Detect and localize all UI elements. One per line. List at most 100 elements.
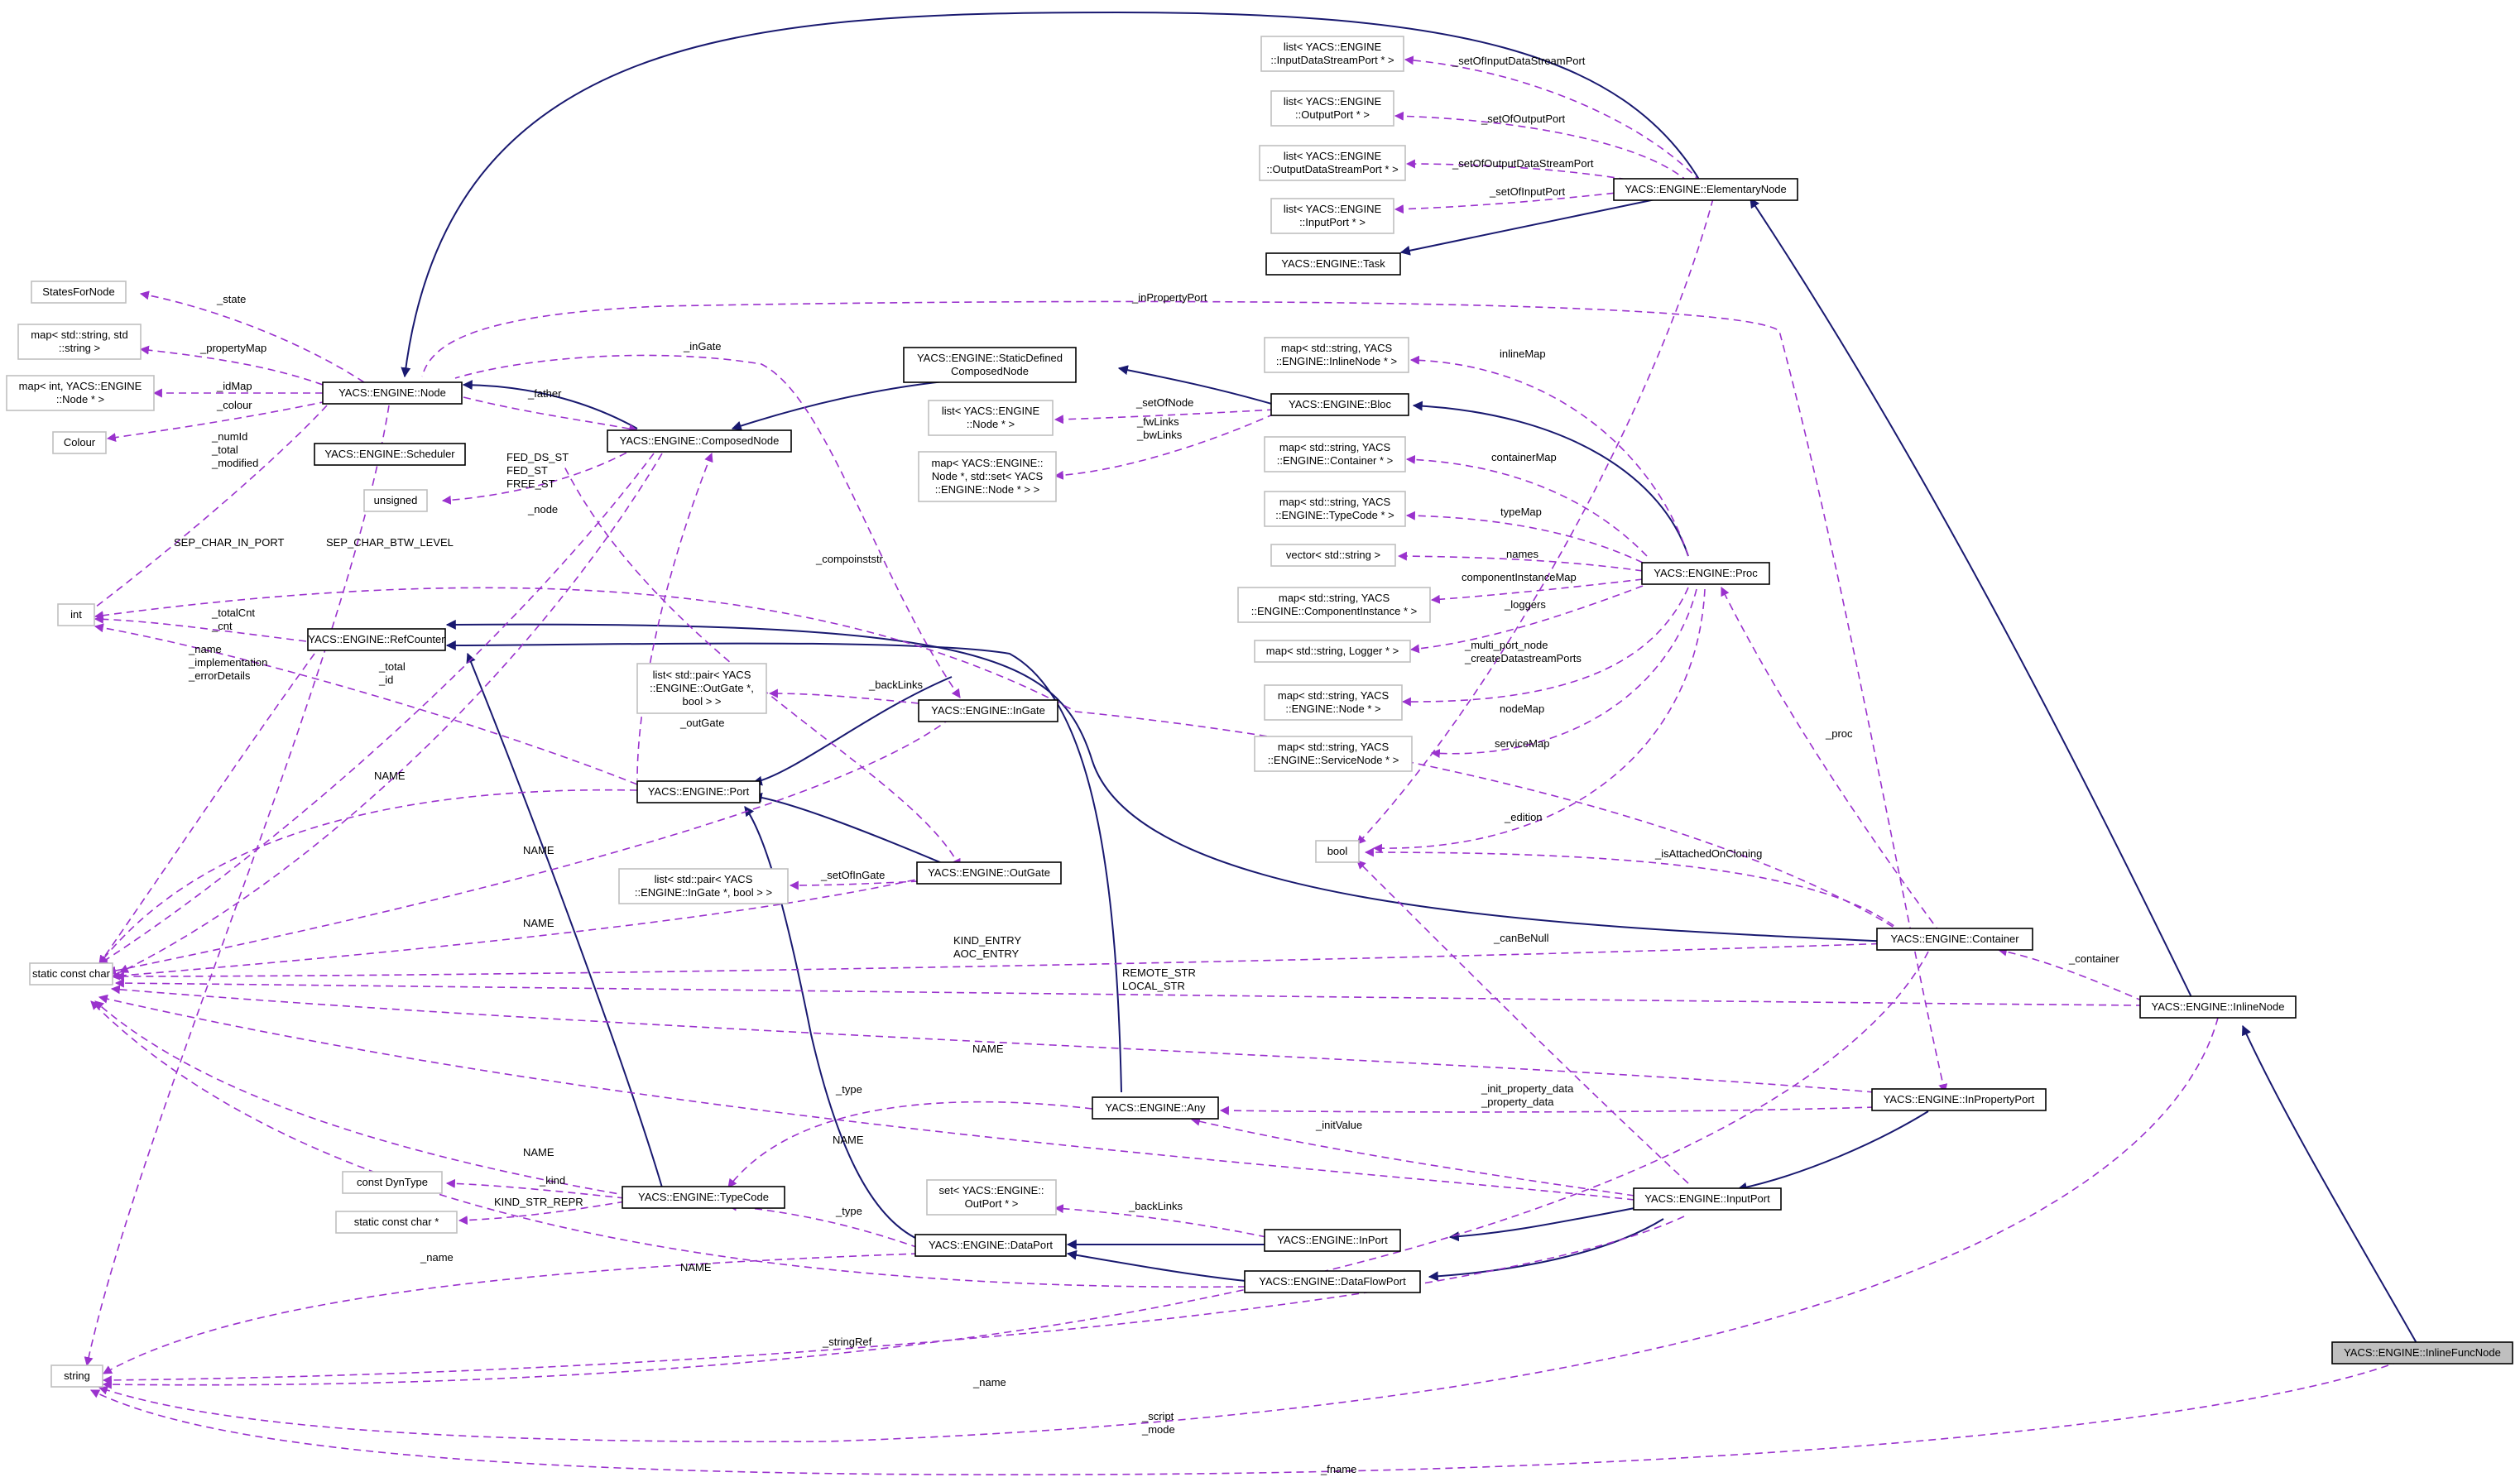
node-inlinefuncnode[interactable]: YACS::ENGINE::InlineFuncNode	[2331, 1341, 2513, 1364]
edge-use-name-static-outgate	[110, 876, 928, 981]
label-sepcharbtwlevel: SEP_CHAR_BTW_LEVEL	[326, 536, 454, 549]
text-line: AOC_ENTRY	[953, 947, 1020, 960]
text-line: unsigned	[374, 494, 418, 506]
edge-use-numid	[84, 405, 328, 616]
edge-inherit-elementarynode-node	[401, 11, 1702, 378]
text-line: YACS::ENGINE::Task	[1281, 257, 1385, 270]
node-dataport[interactable]: YACS::ENGINE::DataPort	[914, 1234, 1067, 1257]
text-line: YACS::ENGINE::Scheduler	[324, 448, 455, 460]
node-links-map[interactable]: map< YACS::ENGINE::Node *, std::set< YAC…	[918, 451, 1057, 502]
node-outgate-pair-list[interactable]: list< std::pair< YACS::ENGINE::OutGate *…	[636, 663, 767, 714]
text-line: _proc	[1825, 727, 1853, 740]
node-propertymap[interactable]: map< std::string, std::string >	[17, 324, 142, 360]
node-container-map[interactable]: map< std::string, YACS::ENGINE::Containe…	[1264, 436, 1406, 472]
node-inputport[interactable]: YACS::ENGINE::InputPort	[1633, 1187, 1782, 1211]
label-kindstrrepr: KIND_STR_REPR	[494, 1196, 583, 1208]
node-inputdatastreamport-list[interactable]: list< YACS::ENGINE::InputDataStreamPort …	[1260, 36, 1404, 72]
text-line: NAME	[523, 844, 554, 856]
node-servicenode-map[interactable]: map< std::string, YACS::ENGINE::ServiceN…	[1254, 736, 1413, 772]
node-static-const-char[interactable]: static const char	[29, 962, 113, 986]
node-static-const-char-ptr[interactable]: static const char *	[335, 1211, 458, 1234]
node-idmap[interactable]: map< int, YACS::ENGINE::Node * >	[6, 375, 155, 411]
edge-use-setofinputdatastreamport	[1404, 55, 1702, 183]
node-refcounter[interactable]: YACS::ENGINE::RefCounter	[307, 628, 446, 651]
label-name-static-data: NAME	[680, 1261, 712, 1273]
label-setofoutputport: _setOfOutputPort	[1481, 113, 1566, 125]
label-name-any: NAME	[833, 1134, 864, 1146]
label-names: names	[1506, 548, 1539, 560]
node-task[interactable]: YACS::ENGINE::Task	[1265, 252, 1401, 276]
node-container[interactable]: YACS::ENGINE::Container	[1876, 928, 2033, 951]
node-node[interactable]: YACS::ENGINE::Node	[322, 381, 463, 405]
label-name-static-port: NAME	[374, 770, 406, 782]
node-string[interactable]: string	[50, 1364, 103, 1388]
node-elementarynode[interactable]: YACS::ENGINE::ElementaryNode	[1613, 178, 1798, 201]
node-node-map[interactable]: map< std::string, YACS::ENGINE::Node * >	[1264, 684, 1403, 721]
node-composednode[interactable]: YACS::ENGINE::ComposedNode	[607, 429, 792, 453]
edge-use-state	[139, 290, 365, 383]
label-idmap: _idMap	[216, 380, 252, 392]
node-inlinenode-map[interactable]: map< std::string, YACS::ENGINE::InlineNo…	[1264, 337, 1409, 373]
edge-use-name-string	[103, 1253, 919, 1374]
node-any[interactable]: YACS::ENGINE::Any	[1092, 1096, 1219, 1120]
node-int[interactable]: int	[57, 603, 95, 626]
node-inpropertyport[interactable]: YACS::ENGINE::InPropertyPort	[1871, 1088, 2047, 1111]
node-node-list[interactable]: list< YACS::ENGINE::Node * >	[928, 400, 1054, 436]
node-ingate[interactable]: YACS::ENGINE::InGate	[918, 699, 1058, 722]
node-proc[interactable]: YACS::ENGINE::Proc	[1641, 562, 1770, 585]
text-line: _script	[1141, 1410, 1174, 1422]
node-ingate-pair-list[interactable]: list< std::pair< YACS::ENGINE::InGate *,…	[618, 868, 789, 904]
svg-text:list< std::pair< YACS::ENGINE:: list< std::pair< YACS::ENGINE::InGate *,…	[635, 873, 772, 899]
node-inport[interactable]: YACS::ENGINE::InPort	[1264, 1229, 1401, 1252]
node-outputdatastreamport-list[interactable]: list< YACS::ENGINE::OutputDataStreamPort…	[1259, 145, 1406, 181]
node-outputport-list[interactable]: list< YACS::ENGINE::OutputPort * >	[1270, 90, 1394, 127]
label-script-mode: _script_mode	[1141, 1410, 1175, 1436]
text-line: serviceMap	[1495, 737, 1549, 750]
svg-text:YACS::ENGINE::TypeCode: YACS::ENGINE::TypeCode	[638, 1191, 769, 1203]
node-componentinstance-map[interactable]: map< std::string, YACS::ENGINE::Componen…	[1237, 587, 1431, 623]
node-dataflowport[interactable]: YACS::ENGINE::DataFlowPort	[1244, 1270, 1421, 1293]
text-line: ::ENGINE::ComponentInstance * >	[1251, 605, 1418, 617]
label-setofoutputdatastreamport: _setOfOutputDataStreamPort	[1452, 157, 1594, 170]
svg-text:YACS::ENGINE::Bloc: YACS::ENGINE::Bloc	[1289, 398, 1392, 410]
edge-use-kind	[445, 1178, 626, 1199]
node-colour[interactable]: Colour	[52, 431, 107, 454]
text-line: ::ENGINE::OutGate *,	[650, 682, 754, 694]
text-line: ::Node * >	[56, 393, 104, 405]
node-port[interactable]: YACS::ENGINE::Port	[636, 780, 761, 803]
text-line: nodeMap	[1500, 703, 1544, 715]
node-typecode-map[interactable]: map< std::string, YACS::ENGINE::TypeCode…	[1264, 491, 1406, 527]
text-line: _multi_port_node	[1464, 639, 1548, 651]
node-outport-set[interactable]: set< YACS::ENGINE::OutPort * >	[926, 1179, 1057, 1216]
edge-use-links	[1054, 413, 1275, 480]
text-line: _node	[527, 503, 558, 516]
svg-text:YACS::ENGINE::DataPort: YACS::ENGINE::DataPort	[929, 1239, 1053, 1251]
text-line: _initValue	[1315, 1119, 1362, 1131]
node-typecode[interactable]: YACS::ENGINE::TypeCode	[622, 1186, 785, 1209]
svg-text:YACS::ENGINE::InPort: YACS::ENGINE::InPort	[1277, 1234, 1388, 1246]
node-unsigned[interactable]: unsigned	[363, 489, 428, 512]
node-scheduler[interactable]: YACS::ENGINE::Scheduler	[314, 443, 466, 466]
text-line: YACS::ENGINE::Bloc	[1289, 398, 1392, 410]
text-line: _mode	[1141, 1423, 1175, 1436]
node-inlinenode[interactable]: YACS::ENGINE::InlineNode	[2139, 995, 2297, 1019]
edge-use-edition	[1372, 588, 1706, 853]
node-bool[interactable]: bool	[1315, 840, 1360, 863]
text-line: KIND_STR_REPR	[494, 1196, 583, 1208]
node-bloc[interactable]: YACS::ENGINE::Bloc	[1270, 393, 1409, 416]
label-multiport: _multi_port_node_createDatastreamPorts	[1464, 639, 1582, 664]
node-dyntype[interactable]: const DynType	[342, 1171, 443, 1194]
text-line: _errorDetails	[188, 669, 251, 682]
text-line: int	[70, 608, 82, 621]
node-inputport-list[interactable]: list< YACS::ENGINE::InputPort * >	[1270, 198, 1394, 234]
node-outgate[interactable]: YACS::ENGINE::OutGate	[916, 861, 1062, 885]
text-line: _edition	[1504, 811, 1543, 823]
svg-text:list< YACS::ENGINE::InputPort: list< YACS::ENGINE::InputPort * >	[1284, 203, 1382, 228]
label-stringref: _stringRef	[822, 1336, 872, 1348]
node-statesfornode[interactable]: StatesForNode	[31, 281, 127, 304]
text-line: _name	[972, 1376, 1006, 1388]
node-logger-map[interactable]: map< std::string, Logger * >	[1254, 640, 1411, 663]
node-string-vector[interactable]: vector< std::string >	[1270, 544, 1396, 567]
